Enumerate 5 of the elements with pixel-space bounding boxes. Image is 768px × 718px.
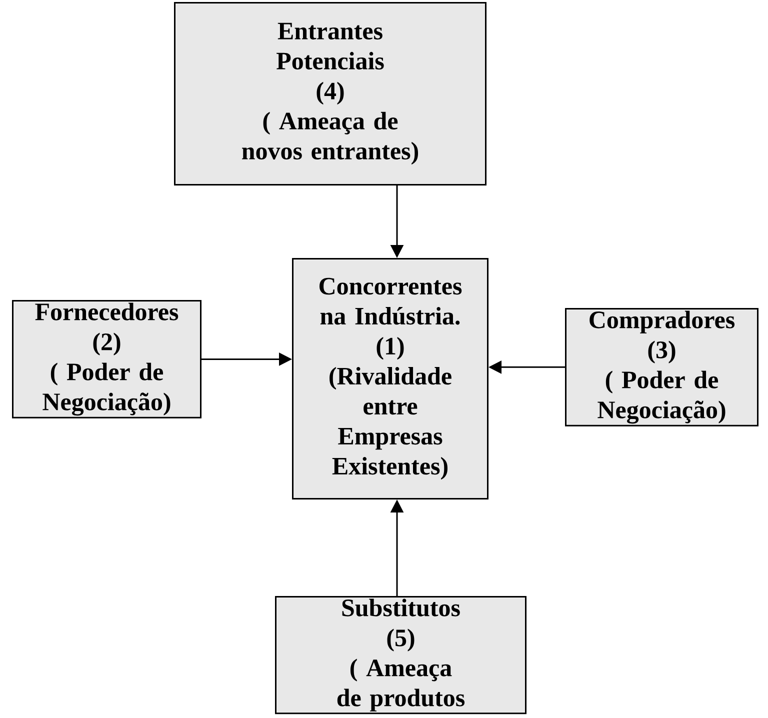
- process-box: Substitutos (5) ( Ameaça de produtos: [275, 596, 526, 714]
- process-box: Entrantes Potenciais (4) ( Ameaça de novos entrantes): [174, 2, 486, 186]
- process-box: Compradores (3) ( Poder de Negociação): [565, 308, 758, 426]
- process-box: Concorrentes na Indústria. (1) (Rivalidade entre Empresas Existentes): [292, 258, 488, 500]
- process-box: Fornecedores (2) ( Poder de Negociação): [12, 300, 202, 418]
